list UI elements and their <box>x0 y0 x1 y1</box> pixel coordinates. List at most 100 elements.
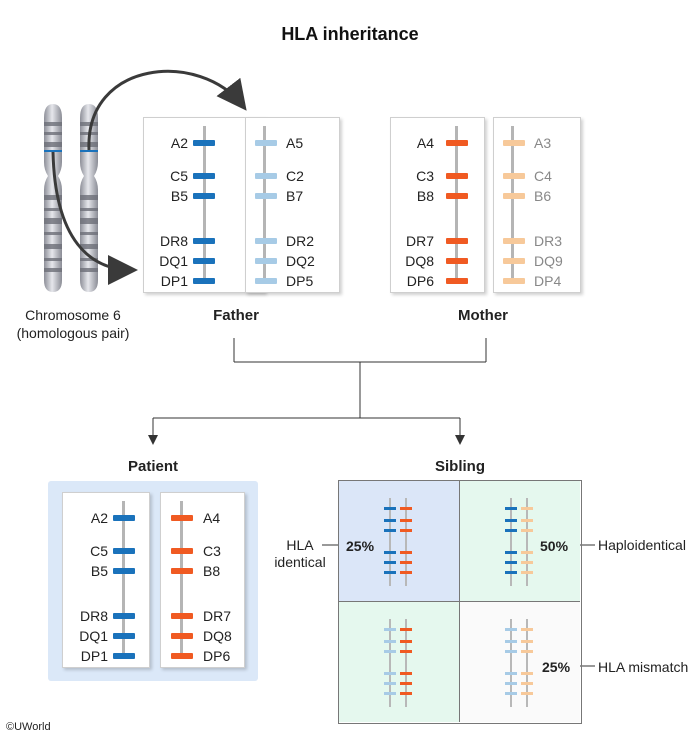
chromosome-label-line1: Chromosome 6 <box>25 307 121 323</box>
allele-label: B8 <box>416 188 434 204</box>
mini-allele-marker <box>384 551 396 554</box>
mini-allele-marker <box>505 561 517 564</box>
allele-label: A2 <box>170 135 188 151</box>
allele-label: DR7 <box>203 608 232 624</box>
allele-marker <box>255 193 277 199</box>
allele-marker <box>193 278 215 284</box>
mini-allele-marker <box>521 519 533 522</box>
allele-marker <box>503 238 525 244</box>
allele-label: DQ8 <box>405 253 434 269</box>
arrow-to-father-b <box>87 69 247 151</box>
allele-label: DR2 <box>286 233 315 249</box>
allele-marker <box>193 258 215 264</box>
mini-allele-marker <box>384 571 396 574</box>
mini-chromosome-bar <box>389 619 391 707</box>
mini-chromosome-bar <box>526 619 528 707</box>
mini-allele-marker <box>521 529 533 532</box>
allele-marker <box>446 193 468 199</box>
mini-allele-marker <box>505 640 517 643</box>
mini-allele-marker <box>505 682 517 685</box>
mini-allele-marker <box>384 561 396 564</box>
mini-allele-marker <box>384 628 396 631</box>
allele-label: DQ1 <box>159 253 188 269</box>
mini-allele-marker <box>400 672 412 675</box>
hla-identical-percent: 25% <box>346 538 375 554</box>
mini-allele-marker <box>521 628 533 631</box>
mini-allele-marker <box>400 640 412 643</box>
mini-allele-marker <box>384 519 396 522</box>
mini-allele-marker <box>400 551 412 554</box>
mini-allele-marker <box>400 628 412 631</box>
allele-marker <box>255 140 277 146</box>
allele-marker <box>503 278 525 284</box>
allele-marker <box>503 173 525 179</box>
mini-allele-marker <box>505 571 517 574</box>
allele-marker <box>171 613 193 619</box>
mini-allele-marker <box>384 640 396 643</box>
allele-label: DR7 <box>405 233 434 249</box>
mini-allele-marker <box>505 672 517 675</box>
chromosome-right <box>80 104 98 292</box>
allele-marker <box>193 238 215 244</box>
allele-label: B7 <box>286 188 304 204</box>
allele-marker <box>171 653 193 659</box>
arrow-to-father-a <box>51 151 138 285</box>
allele-marker <box>113 613 135 619</box>
mini-allele-marker <box>400 571 412 574</box>
mini-chromosome-bar <box>405 619 407 707</box>
punnett-cell-haploidentical-1 <box>460 481 580 602</box>
allele-label: C2 <box>286 168 304 184</box>
mini-chromosome-bar <box>510 619 512 707</box>
mini-allele-marker <box>505 519 517 522</box>
allele-marker <box>446 140 468 146</box>
chromosome-left <box>44 104 62 292</box>
allele-label: B6 <box>534 188 552 204</box>
allele-marker <box>171 568 193 574</box>
allele-label: DP1 <box>80 648 108 664</box>
mini-allele-marker <box>400 682 412 685</box>
mini-allele-marker <box>505 551 517 554</box>
allele-marker <box>171 633 193 639</box>
mini-allele-marker <box>505 650 517 653</box>
mini-chromosome-bar <box>405 498 407 586</box>
allele-marker <box>171 515 193 521</box>
allele-label: DP5 <box>286 273 314 289</box>
allele-marker <box>255 238 277 244</box>
mini-allele-marker <box>521 561 533 564</box>
mini-allele-marker <box>400 650 412 653</box>
chromosome-label-line2: (homologous pair) <box>16 325 130 341</box>
allele-label: A4 <box>416 135 434 151</box>
mini-allele-marker <box>400 692 412 695</box>
allele-label: DP6 <box>406 273 434 289</box>
allele-marker <box>171 548 193 554</box>
allele-label: A4 <box>203 510 221 526</box>
mini-allele-marker <box>400 561 412 564</box>
allele-label: DR8 <box>159 233 188 249</box>
mini-allele-marker <box>400 529 412 532</box>
mini-allele-marker <box>384 507 396 510</box>
mini-allele-marker <box>384 650 396 653</box>
allele-marker <box>255 258 277 264</box>
allele-marker <box>113 548 135 554</box>
allele-label: B5 <box>90 563 108 579</box>
patient-label: Patient <box>127 458 178 475</box>
allele-marker <box>113 633 135 639</box>
allele-label: DQ1 <box>79 628 108 644</box>
allele-label: DQ9 <box>534 253 563 269</box>
allele-marker <box>113 568 135 574</box>
allele-marker <box>255 173 277 179</box>
mini-allele-marker <box>384 529 396 532</box>
allele-marker <box>446 278 468 284</box>
mini-allele-marker <box>400 519 412 522</box>
mini-allele-marker <box>521 507 533 510</box>
allele-label: C3 <box>203 543 221 559</box>
allele-label: C5 <box>170 168 188 184</box>
allele-label: DR8 <box>79 608 108 624</box>
allele-label: C3 <box>416 168 434 184</box>
allele-label: DP6 <box>203 648 231 664</box>
mini-chromosome-bar <box>389 498 391 586</box>
mini-allele-marker <box>521 571 533 574</box>
